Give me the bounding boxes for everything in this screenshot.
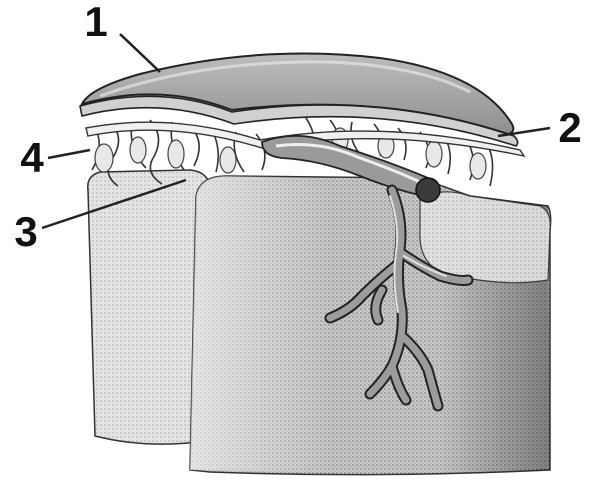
leader-line-2: [497, 126, 551, 138]
tissue-block-light-shading: [190, 176, 330, 472]
middle-membrane-layer: [79, 95, 519, 147]
callout-label-1: 1: [84, 0, 107, 45]
vessel-trunk-highlight: [275, 143, 421, 184]
tissue-block-right-lobe: [419, 191, 551, 284]
outer-dome-highlight: [99, 60, 471, 98]
leader-line-4: [47, 148, 91, 160]
vessel-branches: [324, 184, 474, 412]
callout-label-3: 3: [14, 208, 37, 255]
vessel-lumen: [415, 177, 441, 203]
leader-line-1: [119, 33, 161, 73]
callout-label-4: 4: [20, 134, 44, 181]
callout-label-2: 2: [558, 104, 581, 151]
leader-line-3: [41, 178, 187, 230]
